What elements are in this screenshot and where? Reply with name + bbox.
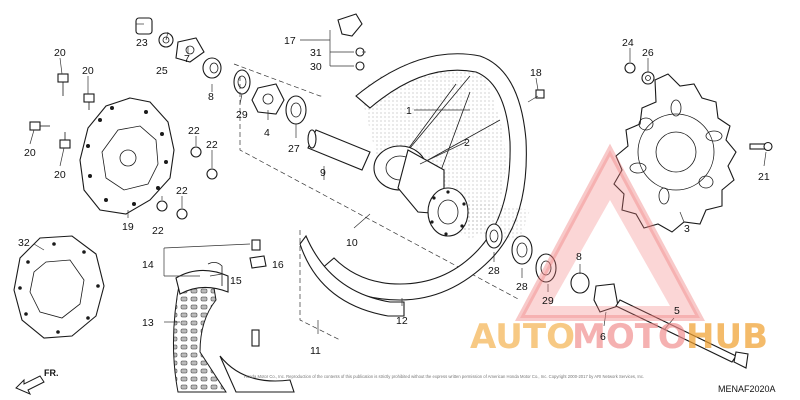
callout-15: 15 — [230, 275, 242, 287]
callout-32: 32 — [18, 237, 30, 249]
callout-9: 9 — [320, 167, 326, 179]
disc-nuts — [156, 146, 218, 220]
callout-13: 13 — [142, 317, 154, 329]
spoke-nipple-18 — [535, 89, 545, 99]
watermark: AUTO MOTO HUB — [470, 143, 768, 357]
rear-tire — [172, 262, 295, 393]
callout-30: 30 — [310, 61, 322, 73]
watermark-word-mid: MOTO — [572, 317, 687, 357]
bracket-dash-9 — [239, 76, 521, 301]
callout-21: 21 — [758, 171, 770, 183]
sprocket-fasteners — [624, 62, 773, 152]
callout-18: 18 — [530, 67, 542, 79]
rear-hub — [373, 145, 469, 237]
axle-sleeve — [307, 129, 371, 171]
callout-29-a: 29 — [236, 109, 248, 121]
callout-31: 31 — [310, 47, 322, 59]
watermark-word-right: HUB — [686, 317, 768, 357]
callout-8-left: 8 — [208, 91, 214, 103]
callout-4: 4 — [264, 127, 270, 139]
callout-22-d: 22 — [152, 225, 164, 237]
callout-10: 10 — [346, 237, 358, 249]
callout-12: 12 — [396, 315, 408, 327]
callout-1: 1 — [406, 105, 412, 117]
front-label: FR. — [44, 368, 59, 378]
callout-27: 27 — [288, 143, 300, 155]
callout-labels: 1 2 3 4 5 6 7 8 8 9 10 11 12 13 14 15 16… — [18, 35, 770, 357]
rear-sprocket — [613, 73, 737, 233]
rear-brake-disc — [79, 97, 175, 215]
callout-24: 24 — [622, 37, 634, 49]
diagram-code: MENAF2020A — [718, 384, 776, 394]
callout-20-d: 20 — [54, 169, 66, 181]
callout-6: 6 — [600, 331, 606, 343]
disc-bolts — [29, 73, 95, 149]
callout-25: 25 — [156, 65, 168, 77]
callout-22-a: 22 — [188, 125, 200, 137]
callout-20-c: 20 — [24, 147, 36, 159]
callout-20-b: 20 — [82, 65, 94, 77]
left-axle-parts — [135, 17, 222, 79]
rear-wheel — [299, 53, 530, 317]
callout-20-a: 20 — [54, 47, 66, 59]
callout-8-right: 8 — [576, 251, 582, 263]
callout-16: 16 — [272, 259, 284, 271]
hub-side-parts — [233, 69, 307, 125]
callout-28-b: 28 — [516, 281, 528, 293]
rim-lock-parts — [300, 13, 365, 71]
callout-19: 19 — [122, 221, 134, 233]
callout-26: 26 — [642, 47, 654, 59]
right-bearings — [485, 223, 557, 283]
copyright-text: Honda Motor Co., Inc. Reproduction of th… — [244, 374, 644, 379]
callout-22-b: 22 — [206, 139, 218, 151]
callout-17: 17 — [284, 35, 296, 47]
callout-23: 23 — [136, 37, 148, 49]
callout-3: 3 — [684, 223, 690, 235]
bracket-dash-11 — [299, 230, 341, 341]
callout-5: 5 — [674, 305, 680, 317]
callout-7: 7 — [184, 53, 190, 65]
axle-and-adjuster — [570, 272, 749, 369]
callout-28-a: 28 — [488, 265, 500, 277]
callout-2: 2 — [464, 137, 470, 149]
leader-lines — [29, 23, 767, 334]
callout-29-b: 29 — [542, 295, 554, 307]
tube-valve — [163, 239, 267, 277]
bracket-dash-top — [233, 63, 324, 97]
watermark-word-left: AUTO — [470, 317, 575, 357]
callout-11: 11 — [310, 345, 321, 357]
callout-14: 14 — [142, 259, 154, 271]
front-arrow: FR. — [15, 368, 59, 395]
callout-22-c: 22 — [176, 185, 188, 197]
brake-disc-32 — [13, 235, 105, 339]
